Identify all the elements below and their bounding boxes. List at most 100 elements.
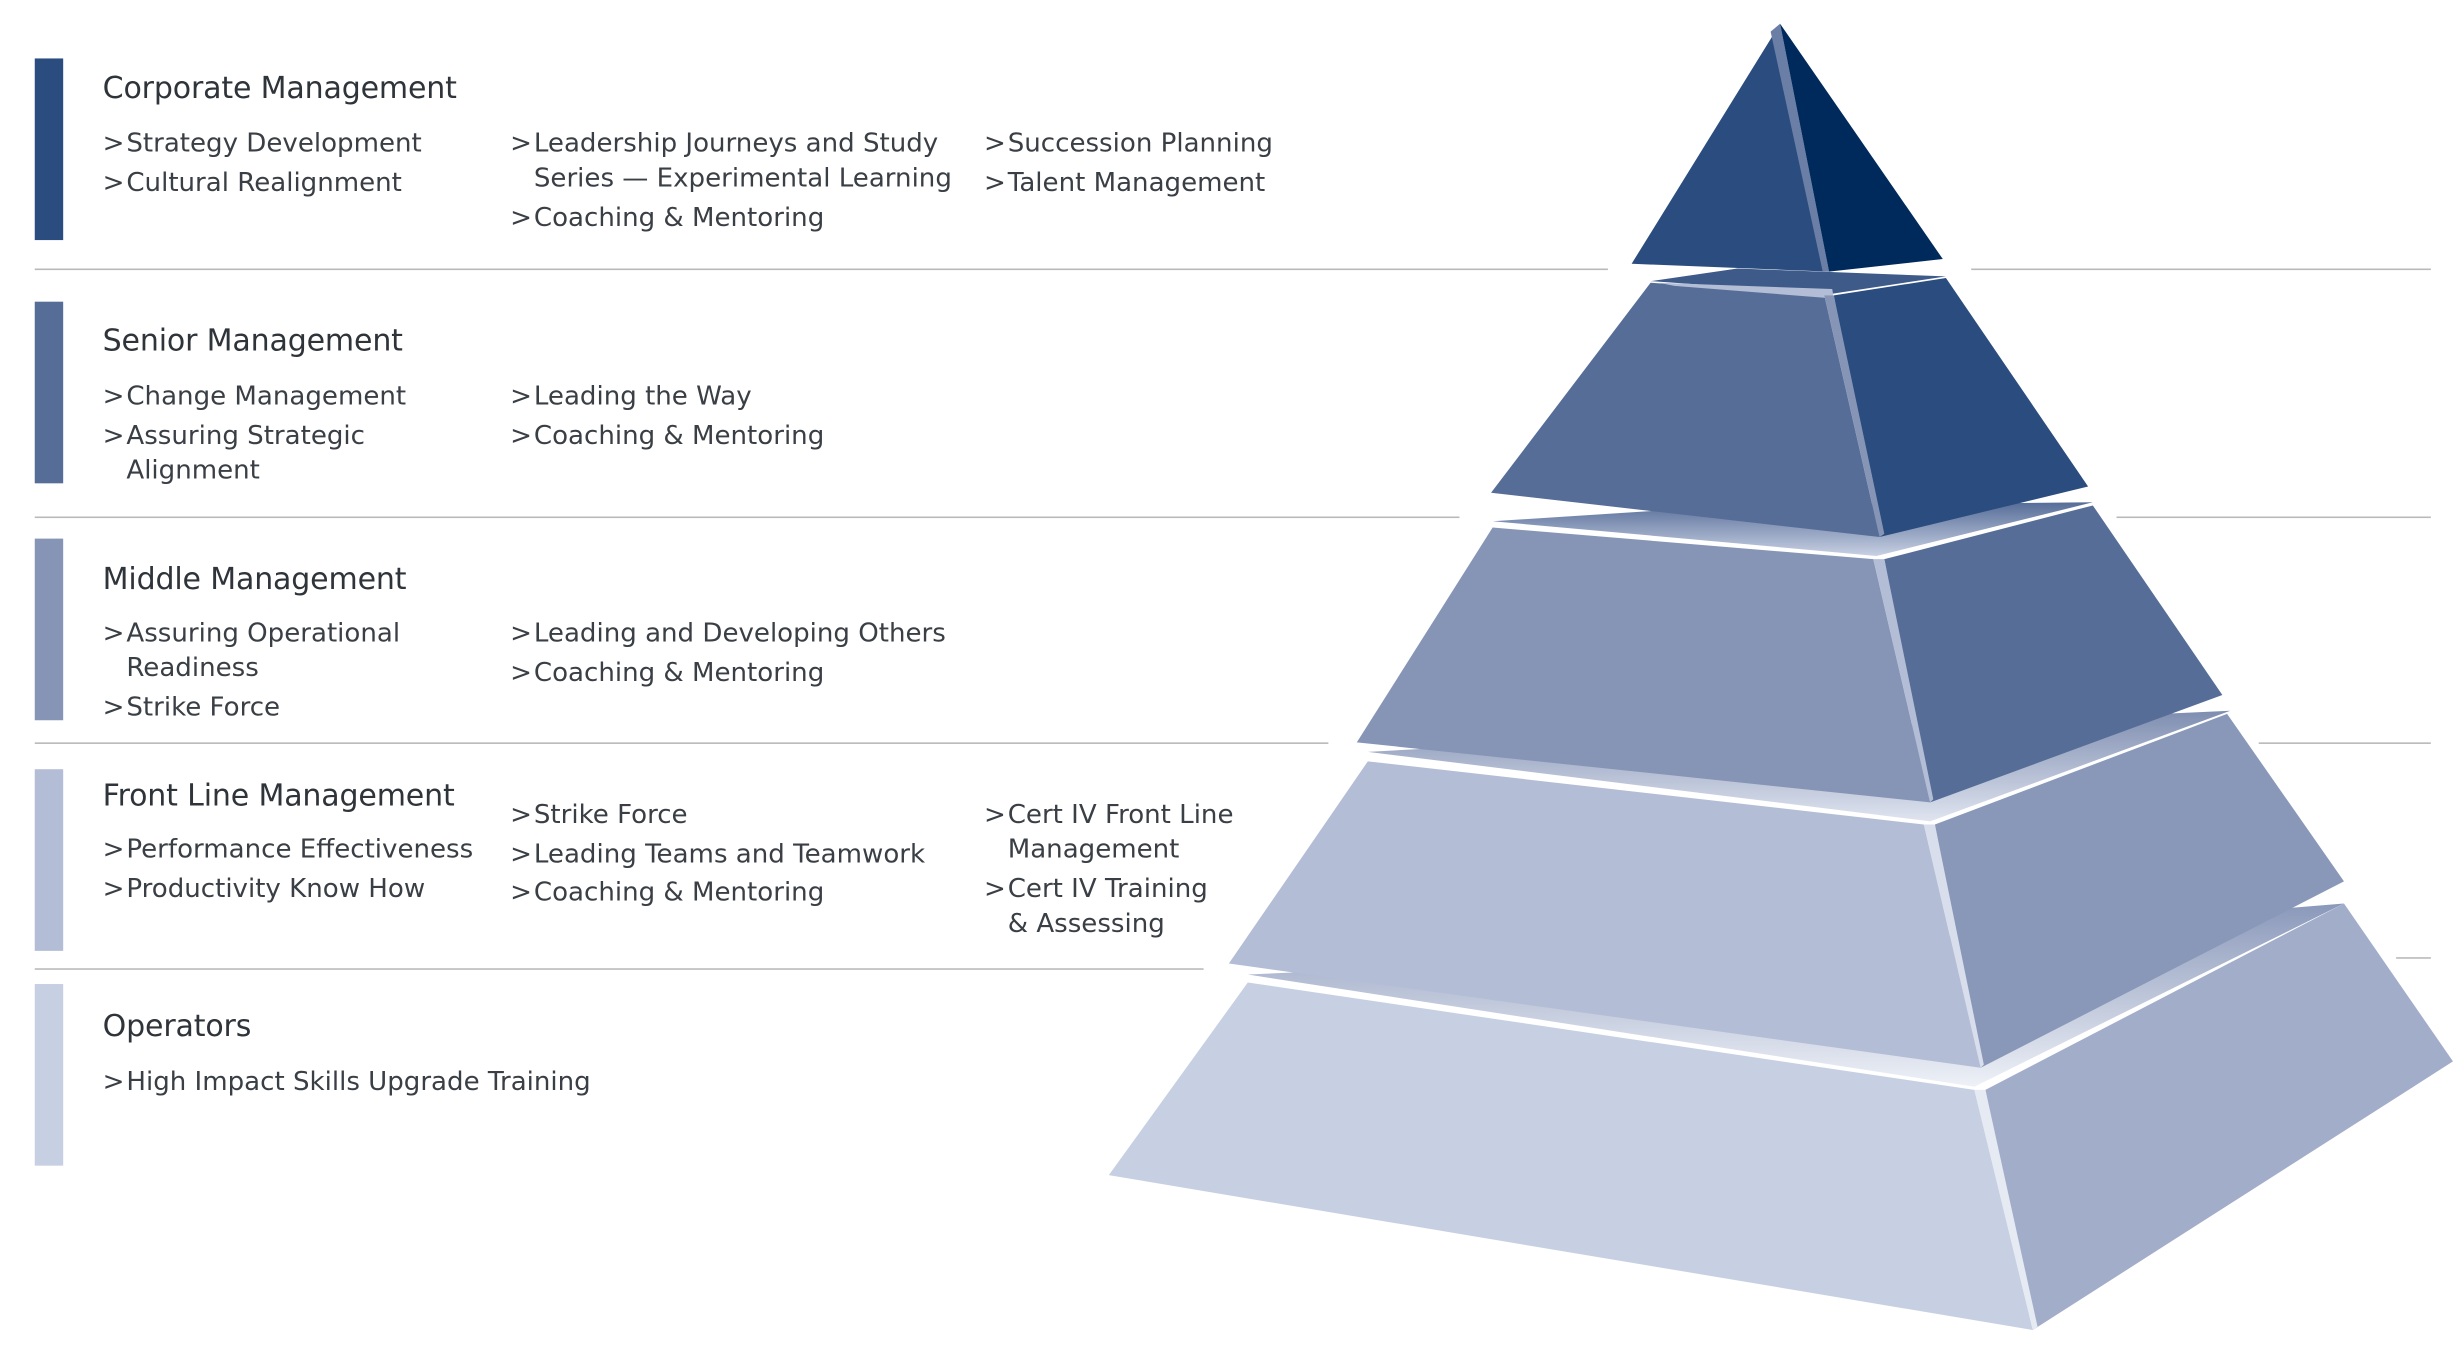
list-item: >Coaching & Mentoring xyxy=(510,200,952,235)
list-item: >Leading Teams and Teamwork xyxy=(510,836,925,871)
tier-color-bar-front-line-management xyxy=(34,769,64,951)
list-item: >Assuring Strategic Alignment xyxy=(103,418,406,487)
chevron-right-icon: > xyxy=(102,617,125,648)
list-item: >Leading the Way xyxy=(510,379,824,414)
tier-color-bar-operators xyxy=(34,984,64,1166)
list-item: >Productivity Know How xyxy=(103,871,474,906)
tier-title-corporate-management: Corporate Management xyxy=(102,71,457,106)
list-item: >Cultural Realignment xyxy=(103,165,422,200)
tier-column-corporate-management-3: >Succession Planning >Talent Management xyxy=(984,126,1273,204)
list-item: >Cert IV Training & Assessing xyxy=(984,871,1233,940)
chevron-right-icon: > xyxy=(510,838,533,869)
chevron-right-icon: > xyxy=(984,872,1006,903)
list-item: >Leadership Journeys and Study Series — … xyxy=(510,126,952,195)
list-item: >Strategy Development xyxy=(103,126,422,161)
separator-1-right xyxy=(1971,268,2431,271)
chevron-right-icon: > xyxy=(102,127,125,158)
list-item-label: Strike Force xyxy=(126,691,281,722)
tier3-right-face xyxy=(1884,505,2223,803)
list-item: >Assuring Operational Readiness xyxy=(103,616,400,685)
tier5-edge-highlight xyxy=(1974,1089,2038,1330)
tier-column-corporate-management-2: >Leadership Journeys and Study Series — … xyxy=(510,126,952,238)
tier2-top-ledge xyxy=(1650,268,1946,294)
list-item: >High Impact Skills Upgrade Training xyxy=(103,1065,591,1100)
list-item: >Coaching & Mentoring xyxy=(510,418,824,453)
list-item: >Strike Force xyxy=(103,690,400,725)
list-item: >Talent Management xyxy=(984,165,1273,200)
tier2-right-face xyxy=(1833,277,2089,538)
list-item-label: Coaching & Mentoring xyxy=(533,876,825,907)
list-item-label: Strike Force xyxy=(533,799,688,830)
list-item-label: Leadership Journeys and Study Series — E… xyxy=(533,127,952,193)
list-item-label: Strategy Development xyxy=(126,127,422,158)
chevron-right-icon: > xyxy=(102,1066,125,1097)
chevron-right-icon: > xyxy=(984,166,1006,197)
list-item: >Succession Planning xyxy=(984,126,1273,161)
chevron-right-icon: > xyxy=(510,617,533,648)
tier1-right-face xyxy=(1780,23,1943,272)
separator-4-right xyxy=(2396,957,2431,959)
tier-title-operators: Operators xyxy=(102,1009,252,1045)
chevron-right-icon: > xyxy=(510,419,533,450)
tier-column-front-line-management-1: >Performance Effectiveness >Productivity … xyxy=(103,832,474,910)
pyramid-tier-front-line xyxy=(1228,710,2344,1068)
separator-2-right xyxy=(2116,516,2431,519)
chevron-right-icon: > xyxy=(102,166,125,197)
chevron-right-icon: > xyxy=(102,380,125,411)
tier-column-corporate-management-1: >Strategy Development>Cultural Realignme… xyxy=(103,126,422,204)
tier-column-senior-management-2: >Leading the Way >Coaching & Mentoring xyxy=(510,379,824,457)
chevron-right-icon: > xyxy=(984,799,1006,830)
tier-column-middle-management-1: >Assuring Operational Readiness>Strike F… xyxy=(103,616,400,728)
list-item: >Change Management xyxy=(103,379,406,414)
list-item-label: Cert IV Training & Assessing xyxy=(1007,872,1208,938)
separator-1-left xyxy=(34,268,1608,271)
tier-column-front-line-management-2: >Strike Force>Leading Teams and Teamwork… xyxy=(510,798,925,915)
list-item-label: Assuring Operational Readiness xyxy=(126,617,401,683)
list-item-label: Cultural Realignment xyxy=(126,166,402,197)
list-item-label: Succession Planning xyxy=(1007,127,1273,158)
chevron-right-icon: > xyxy=(102,833,125,864)
separator-3-left xyxy=(34,742,1329,744)
list-item-label: Leading the Way xyxy=(533,380,752,411)
list-item-label: Coaching & Mentoring xyxy=(533,656,825,687)
tier3-edge-highlight xyxy=(1873,559,1934,803)
tier-column-front-line-management-3: >Cert IV Front Line Management>Cert IV T… xyxy=(984,798,1233,945)
chevron-right-icon: > xyxy=(510,201,533,232)
tier5-left-face xyxy=(1108,982,2033,1330)
chevron-right-icon: > xyxy=(510,656,533,687)
tier3-left-face xyxy=(1356,527,1931,803)
tier-column-senior-management-1: >Change Management >Assuring Strategic Al… xyxy=(103,379,406,491)
list-item-label: Leading and Developing Others xyxy=(533,617,946,648)
list-item: >Cert IV Front Line Management xyxy=(984,798,1233,867)
tier1-left-face xyxy=(1631,23,1830,272)
separator-3-right xyxy=(2258,742,2431,744)
tier-color-bar-middle-management xyxy=(34,538,64,721)
list-item-label: Coaching & Mentoring xyxy=(533,201,825,232)
tier4-edge-highlight xyxy=(1923,824,1984,1068)
tier5-right-face xyxy=(1985,903,2453,1330)
pyramid-tier-corporate xyxy=(1631,23,1943,272)
list-item: >Coaching & Mentoring xyxy=(510,655,946,690)
tier-title-senior-management: Senior Management xyxy=(102,323,403,359)
list-item-label: High Impact Skills Upgrade Training xyxy=(126,1066,591,1097)
tier-title-middle-management: Middle Management xyxy=(102,562,407,598)
list-item: >Performance Effectiveness xyxy=(103,832,474,867)
chevron-right-icon: > xyxy=(102,872,125,903)
list-item: >Strike Force xyxy=(510,798,925,833)
list-item: >Leading and Developing Others xyxy=(510,616,946,651)
list-item: >Coaching & Mentoring xyxy=(510,875,925,910)
list-item-label: Coaching & Mentoring xyxy=(533,419,825,450)
list-item-label: Talent Management xyxy=(1007,166,1266,197)
chevron-right-icon: > xyxy=(102,419,125,450)
separator-4-left xyxy=(34,968,1204,970)
tier2-edge-highlight xyxy=(1824,295,1885,538)
tier-column-middle-management-2: >Leading and Developing Others>Coaching … xyxy=(510,616,946,694)
tier1-edge-highlight xyxy=(1770,23,1830,272)
pyramid-tier-middle xyxy=(1356,502,2223,803)
chevron-right-icon: > xyxy=(510,799,533,830)
tier2-ledge-highlight xyxy=(1658,282,1834,299)
tier-column-operators-1: >High Impact Skills Upgrade Training xyxy=(103,1065,591,1104)
pyramid-tier-senior xyxy=(1491,268,2089,538)
separator-2-left xyxy=(34,516,1460,519)
